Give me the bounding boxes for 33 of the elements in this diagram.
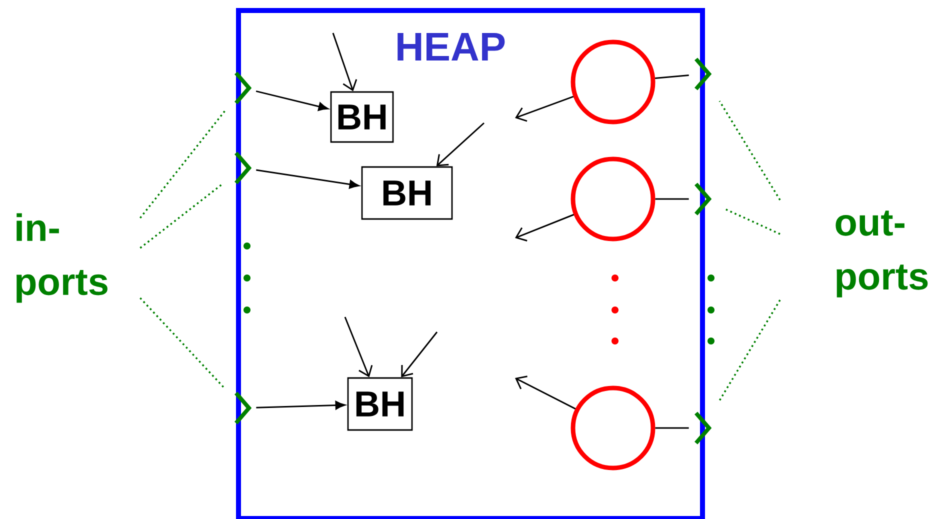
port-chevron	[234, 152, 252, 184]
connector-line	[655, 427, 689, 429]
port-chevron	[234, 72, 252, 104]
port-label: out- ports	[836, 210, 928, 298]
arrow	[515, 96, 574, 122]
leader-line	[725, 208, 780, 235]
circle	[570, 40, 656, 124]
arrow	[344, 316, 373, 378]
arrow	[515, 376, 576, 410]
arrow	[401, 332, 438, 378]
arrow	[436, 122, 485, 166]
leader-line	[140, 110, 226, 219]
arrow	[256, 90, 328, 111]
connector-line	[655, 74, 689, 79]
port-chevron	[694, 58, 712, 90]
leader-line	[140, 297, 225, 388]
connector-line	[655, 198, 689, 200]
leader-line	[140, 184, 223, 249]
port-chevron	[234, 392, 252, 424]
leader-line	[718, 300, 781, 402]
arrow	[256, 400, 346, 410]
port-chevron	[694, 412, 712, 444]
arrow	[515, 214, 574, 242]
leader-line	[718, 100, 781, 200]
arrow	[332, 32, 358, 92]
arrow	[256, 169, 360, 189]
circle	[570, 386, 656, 470]
process-box: BH	[330, 91, 394, 143]
port-label: in- ports	[16, 213, 108, 303]
port-chevron	[694, 182, 712, 216]
process-box: BH	[361, 166, 453, 220]
circle	[570, 156, 656, 242]
process-box: BH	[347, 377, 413, 431]
